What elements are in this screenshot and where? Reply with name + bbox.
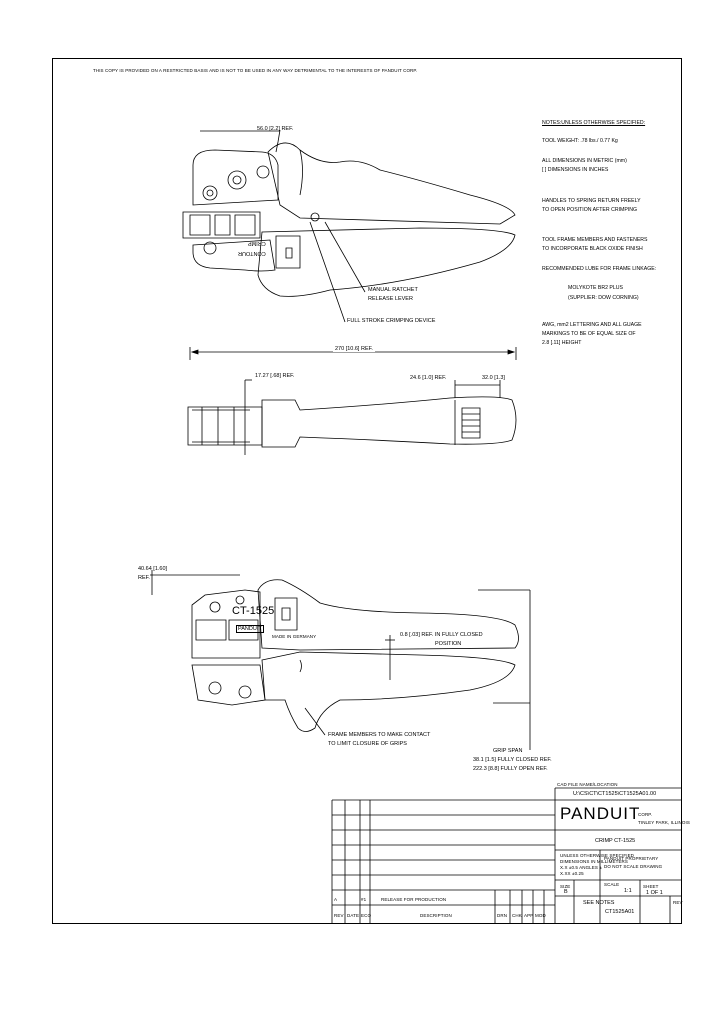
model-marking: CT-1525: [232, 605, 275, 617]
dim-right: 32.0 [1.3]: [482, 375, 505, 381]
proprietary-2: DO NOT SCALE DRAWING: [604, 864, 663, 869]
gap-callout-1: 0.8 [.03] REF. IN FULLY CLOSED: [400, 632, 483, 638]
company-city: TINLEY PARK, ILLINOIS: [638, 820, 690, 825]
jaw-dim-bottom-2: REF.: [138, 575, 150, 581]
company-suffix: CORP.: [638, 812, 653, 817]
top-view-tool: [182, 142, 516, 297]
note-10: (SUPPLIER: DOW CORNING): [568, 295, 639, 301]
callout-ratchet-1: MANUAL RATCHET: [368, 287, 418, 293]
frame-callout-2: TO LIMIT CLOSURE OF GRIPS: [328, 741, 407, 747]
scale-label: SCALE: [604, 882, 620, 887]
tolerance-4: X.XX ±0.25: [560, 871, 584, 876]
cad-path: U:\CS\CT\CT1525\CT1525A01.00: [573, 791, 657, 797]
see-notes: SEE NOTES: [583, 900, 615, 906]
frame-callout-1: FRAME MEMBERS TO MAKE CONTACT: [328, 732, 431, 738]
header-chk: CHK: [512, 913, 522, 918]
dim-mid: 24.6 [1.0] REF.: [410, 375, 447, 381]
note-11: AWG, mm2 LETTERING AND ALL GUAGE: [542, 322, 642, 328]
title-block-lines: [331, 787, 682, 924]
gap-callout-2: POSITION: [435, 641, 462, 647]
brand-marking: PANDUIT: [236, 625, 264, 633]
jaw-dim-top: 56.0 [2.2] REF.: [257, 126, 294, 132]
drawing-title: CRIMP CT-1525: [595, 838, 636, 844]
dwg-number: CT1525A01: [605, 909, 635, 915]
note-2: ALL DIMENSIONS IN METRIC (mm): [542, 158, 627, 164]
bottom-view-tool: [150, 570, 531, 750]
header-date: DATE: [347, 913, 360, 918]
header-mod: MOD: [535, 913, 546, 918]
size-label: SIZE: [560, 884, 571, 889]
header-eco: ECO: [361, 913, 372, 918]
callout-full-stroke: FULL STROKE CRIMPING DEVICE: [347, 318, 436, 324]
rev-label: REV: [673, 900, 683, 905]
cad-path-label: CAD FILE NAME/LOCATION: [557, 782, 618, 787]
scale-value: 1:1: [624, 888, 632, 894]
note-12: MARKINGS TO BE OF EQUAL SIZE OF: [542, 331, 636, 337]
logo-text: CONTOUR: [238, 250, 266, 256]
drawing-sheet: [52, 58, 682, 924]
jaw-dim-bottom-1: 40.64 [1.60]: [138, 566, 168, 572]
note-1: TOOL WEIGHT: .78 lbs./ 0.77 Kg: [542, 138, 618, 144]
header-app: APP: [524, 913, 534, 918]
note-4: HANDLES TO SPRING RETURN FREELY: [542, 198, 641, 204]
note-8: RECOMMENDED LUBE FOR FRAME LINKAGE:: [542, 266, 657, 272]
note-5: TO OPEN POSITION AFTER CRIMPING: [542, 207, 638, 213]
grip-open-dim: 222.3 [8.8] FULLY OPEN REF.: [473, 766, 548, 772]
overall-length-dim: 270 [10.6] REF.: [333, 346, 375, 352]
note-3: [ ] DIMENSIONS IN INCHES: [542, 167, 609, 173]
tolerance-2: DIMENSIONS IN MILLIMETERS: [560, 859, 629, 864]
header-description: DESCRIPTION: [420, 913, 452, 918]
made-in-marking: MADE IN GERMANY: [272, 634, 317, 639]
logo-sub: CRIMP: [248, 240, 266, 246]
grip-span-label: GRIP SPAN: [493, 748, 523, 754]
header-drn: DRN: [497, 913, 508, 918]
ecn-number: #1: [361, 897, 367, 902]
callout-ratchet-2: RELEASE LEVER: [368, 296, 413, 302]
proprietary-1: PANDUIT PROPRIETARY: [604, 856, 659, 861]
header-rev: REV: [334, 913, 344, 918]
tolerance-1: UNLESS OTHERWISE SPECIFIED: [560, 853, 635, 858]
company-logo: PANDUIT: [560, 804, 641, 823]
notes-heading: NOTES:UNLESS OTHERWISE SPECIFIED:: [542, 120, 646, 126]
sheet-value: 1 OF 1: [646, 890, 663, 896]
dim-left: 17.27 [.68] REF.: [255, 373, 295, 379]
sheet-label: SHEET: [643, 884, 659, 889]
tolerance-3: X.X ±0.5 ANGLES ±: [560, 865, 602, 870]
side-view-tool: [187, 347, 517, 455]
note-6: TOOL FRAME MEMBERS AND FASTENERS: [542, 237, 648, 243]
grip-closed-dim: 38.1 [1.5] FULLY CLOSED REF.: [473, 757, 552, 763]
notes-block: NOTES:UNLESS OTHERWISE SPECIFIED:: [542, 120, 645, 127]
note-13: 2.8 [.11] HEIGHT: [542, 340, 582, 346]
copyright-notice: THIS COPY IS PROVIDED ON A RESTRICTED BA…: [93, 68, 418, 73]
size-value: B: [564, 889, 568, 895]
note-7: TO INCORPORATE BLACK OXIDE FINISH: [542, 246, 643, 252]
rev-description: RELEASE FOR PRODUCTION: [381, 897, 447, 902]
rev-letter: A: [334, 897, 338, 902]
note-9: MOLYKOTE BR2 PLUS: [568, 285, 623, 291]
